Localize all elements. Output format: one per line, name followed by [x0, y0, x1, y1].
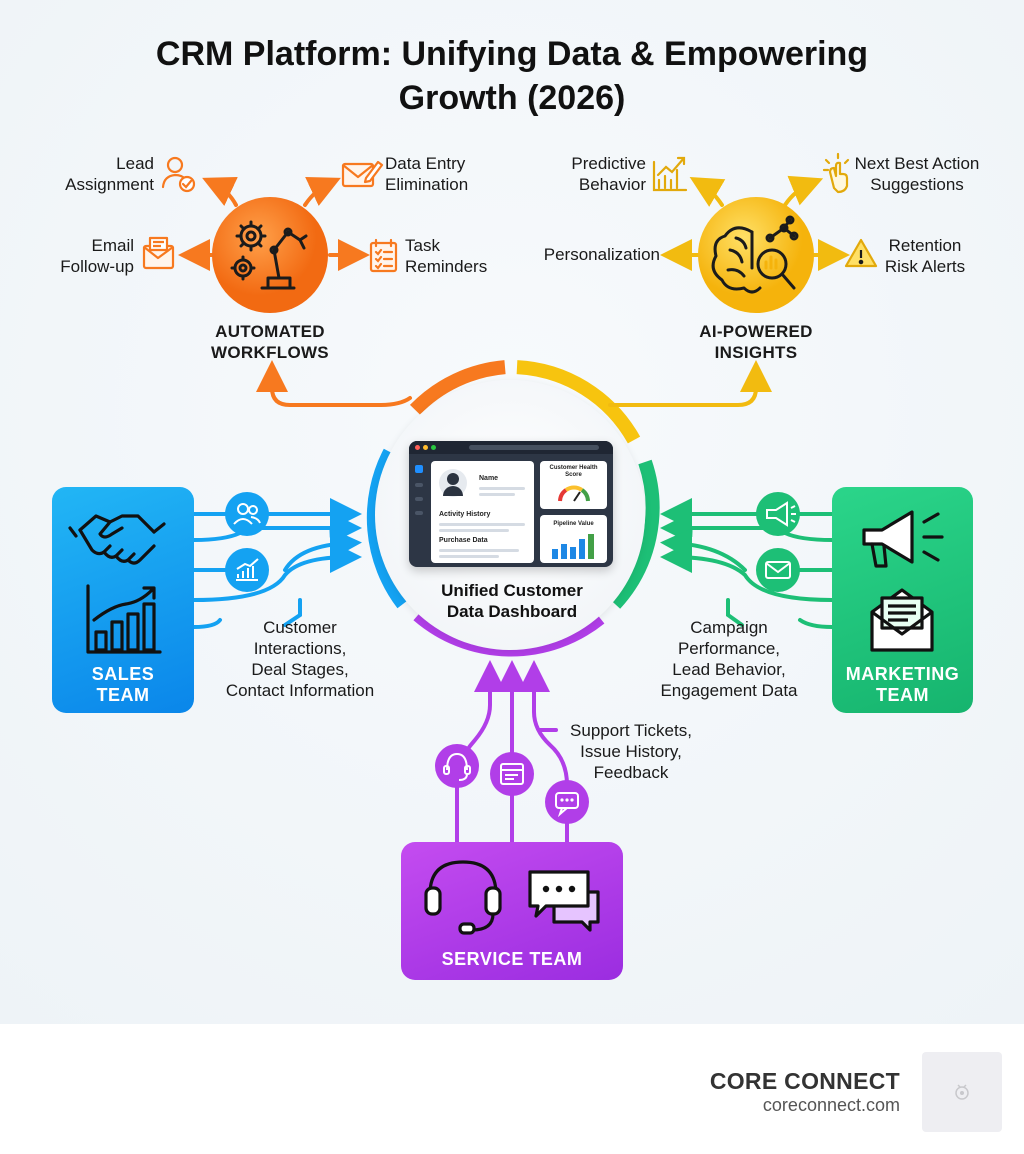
envelope-edit-icon: [341, 160, 384, 188]
profile-card: Name Activity History Purchase Data: [431, 461, 534, 563]
growth-chart-icon: [652, 156, 688, 192]
service-team-title: SERVICE TEAM: [441, 949, 583, 969]
robot-arm-icon: [230, 220, 308, 290]
footer: CORE CONNECT coreconnect.com: [0, 1024, 1024, 1154]
diagram-canvas: CRM Platform: Unifying Data & Empowering…: [0, 0, 1024, 1024]
dash-pipeline-label: Pipeline Value: [553, 521, 594, 527]
dash-health-label: Customer Health Score: [549, 465, 598, 478]
automated-workflows-title: AUTOMATED WORKFLOWS: [211, 322, 329, 362]
dash-name-label: Name: [479, 475, 499, 482]
connector-lines: [142, 152, 878, 844]
label-lead-assignment: Lead Assignment: [65, 154, 154, 194]
label-predictive-behavior: Predictive Behavior: [571, 154, 646, 194]
service-data-label: Support Tickets, Issue History, Feedback: [570, 721, 692, 782]
health-score-card: Customer Health Score: [540, 461, 607, 509]
label-retention-risk-alerts: Retention Risk Alerts: [884, 236, 966, 276]
dash-activity-label: Activity History: [439, 511, 491, 518]
dash-purchase-label: Purchase Data: [439, 537, 488, 544]
pipeline-value-card: Pipeline Value: [540, 515, 607, 563]
sales-users-badge: [225, 492, 269, 536]
marketing-team-title: MARKETING TEAM: [845, 664, 960, 705]
pipeline-bars-icon: [552, 534, 594, 559]
sales-data-label: Customer Interactions, Deal Stages, Cont…: [225, 618, 375, 700]
label-personalization: Personalization: [543, 245, 660, 264]
email-followup-icon: [142, 236, 175, 270]
label-data-entry-elimination: Data Entry Elimination: [385, 154, 469, 194]
marketing-megaphone-badge: [756, 492, 800, 536]
label-email-followup: Email Follow-up: [60, 236, 134, 276]
label-task-reminders: Task Reminders: [405, 236, 488, 276]
pointer-click-icon: [822, 152, 850, 194]
brand-block: CORE CONNECT coreconnect.com: [710, 1068, 900, 1116]
gauge-icon: [558, 485, 590, 502]
service-chat-badge: [545, 780, 589, 824]
brand-url[interactable]: coreconnect.com: [762, 1095, 900, 1115]
automated-hub: [212, 197, 328, 313]
label-next-best-action: Next Best Action Suggestions: [854, 154, 980, 194]
brain-analytics-icon: [711, 215, 799, 294]
service-team-panel: SERVICE TEAM: [401, 842, 623, 980]
warning-icon: [844, 238, 878, 268]
marketing-data-label: Campaign Performance, Lead Behavior, Eng…: [660, 618, 798, 700]
marketing-team-panel: MARKETING TEAM: [832, 487, 973, 713]
sales-team-panel: SALES TEAM: [52, 487, 194, 713]
task-list-icon: [369, 238, 398, 273]
dashboard-window: Name Activity History Purchase Data Cust…: [409, 441, 613, 567]
sales-team-title: SALES TEAM: [91, 664, 155, 705]
user-check-icon: [161, 156, 196, 193]
page-title: CRM Platform: Unifying Data & Empowering…: [155, 35, 869, 117]
unified-dashboard-label: Unified Customer Data Dashboard: [441, 581, 583, 621]
brand-logo-icon: [922, 1052, 1002, 1132]
marketing-mail-badge: [756, 548, 800, 592]
brand-name: CORE CONNECT: [709, 1068, 900, 1094]
ai-powered-insights-title: AI-POWERED INSIGHTS: [699, 322, 813, 362]
service-headset-badge: [435, 744, 479, 788]
